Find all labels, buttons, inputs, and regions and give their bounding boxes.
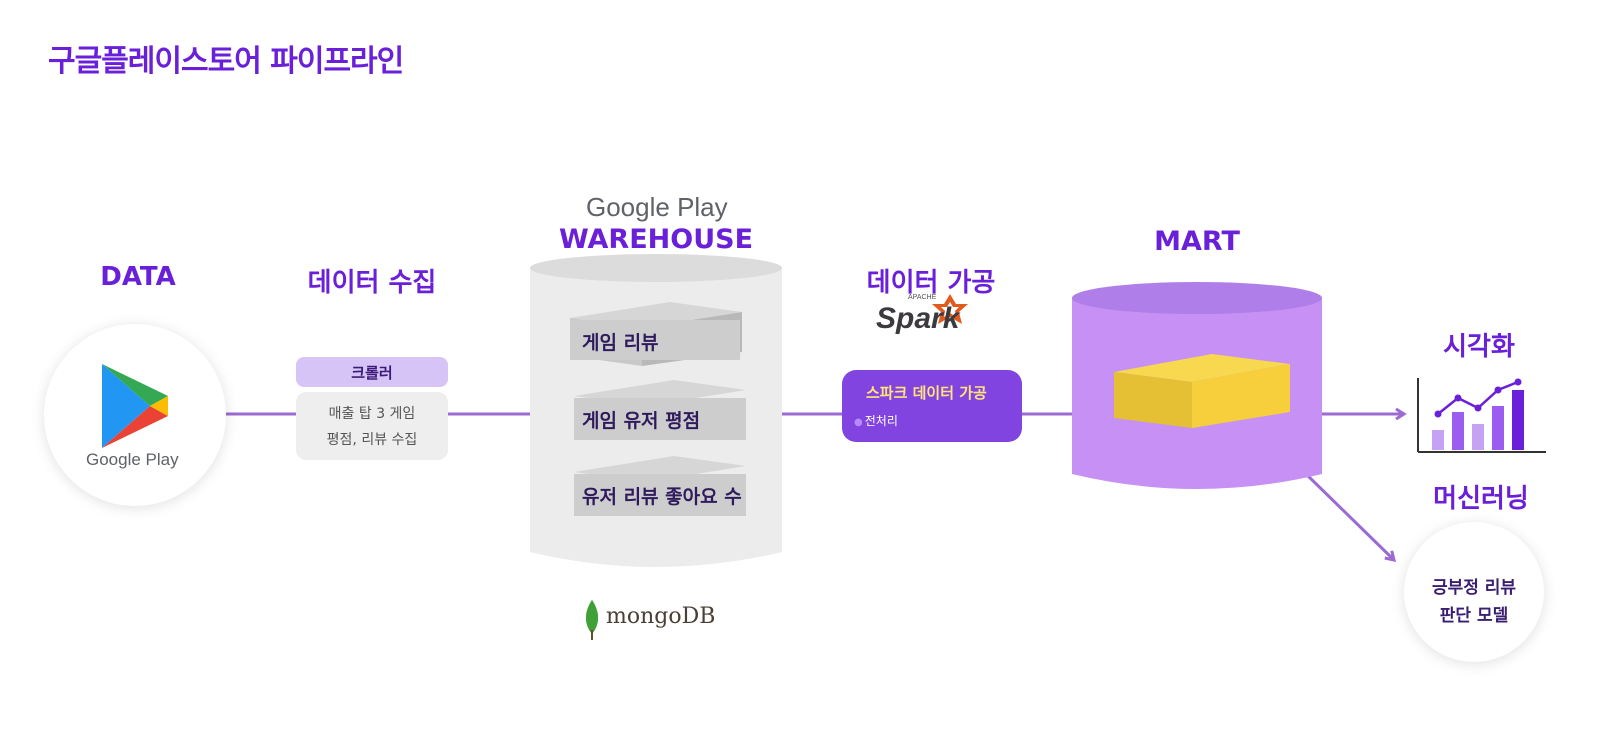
- warehouse-table-label-2: 게임 유저 평점: [582, 410, 701, 432]
- mongodb-logo: mongoDB: [582, 596, 742, 640]
- crawler-desc-line-2: 평점, 리뷰 수집: [326, 432, 418, 448]
- warehouse-table-box-3: [574, 456, 746, 516]
- warehouse-table-box-1: [570, 302, 742, 366]
- warehouse-table-box-2: [574, 380, 746, 440]
- arrow-to-ml: [1304, 472, 1394, 560]
- mongodb-text: mongoDB: [606, 604, 716, 629]
- ml-model-label: 긍부정 리뷰 판단 모델: [1402, 574, 1546, 630]
- spark-bullet-text: 전처리: [864, 414, 898, 428]
- google-play-label: Google Play: [86, 450, 179, 469]
- ml-model-circle: [1404, 522, 1544, 662]
- warehouse-heading: WAREHOUSE: [558, 224, 754, 255]
- warehouse-table-label-1: 게임 리뷰: [582, 332, 659, 354]
- google-play-logo: [102, 364, 168, 448]
- connector-lines: [226, 414, 1404, 560]
- spark-process-box: 스파크 데이터 가공 ●전처리: [842, 370, 1022, 442]
- ml-model-line-2: 판단 모델: [1439, 606, 1509, 626]
- warehouse-table-label-3: 유저 리뷰 좋아요 수: [582, 486, 742, 508]
- bar-chart-icon: [1417, 378, 1546, 453]
- spark-process-title: 스파크 데이터 가공: [866, 384, 987, 402]
- spark-logo: APACHE Spark: [874, 290, 984, 346]
- processing-heading: 데이터 가공: [866, 268, 996, 298]
- mart-heading: MART: [1154, 226, 1240, 257]
- bullet-dot-icon: ●: [854, 417, 863, 428]
- mart-cube: [1114, 354, 1290, 428]
- crawler-description: 매출 탑 3 게임 평점, 리뷰 수집: [296, 392, 448, 460]
- ml-model-line-1: 긍부정 리뷰: [1431, 578, 1517, 598]
- crawler-desc-line-1: 매출 탑 3 게임: [328, 406, 416, 422]
- mongodb-leaf: [586, 600, 598, 640]
- spark-process-bullet: ●전처리: [854, 412, 898, 429]
- crawler-badge: 크롤러: [296, 357, 448, 387]
- spark-star-icon: [932, 294, 968, 324]
- visualization-heading: 시각화: [1443, 332, 1515, 362]
- page-title: 구글플레이스토어 파이프라인: [48, 44, 404, 79]
- ml-heading: 머신러닝: [1433, 484, 1529, 514]
- warehouse-brand: Google Play: [586, 192, 728, 222]
- collection-heading: 데이터 수집: [307, 268, 437, 298]
- spark-logo-small: APACHE: [908, 294, 937, 301]
- spark-logo-main: Spark: [876, 302, 960, 335]
- data-heading: DATA: [100, 262, 176, 292]
